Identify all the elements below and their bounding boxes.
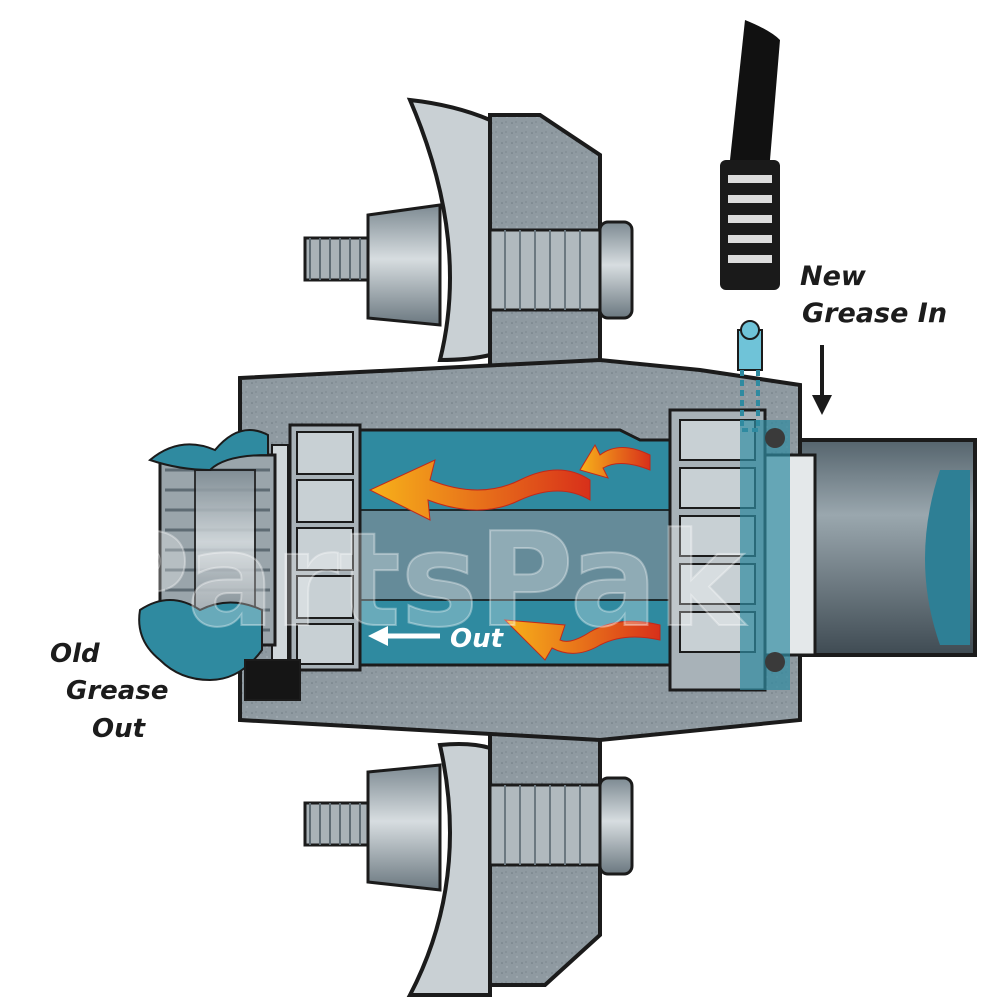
upper-wheel-stud	[303, 203, 634, 327]
old-grease-label-line3: Out	[92, 714, 147, 744]
old-grease-label-line1: Old	[50, 639, 100, 669]
flow-arrow-icon	[368, 443, 661, 661]
white-out-arrow-icon	[368, 626, 440, 646]
spindle-shaft	[758, 438, 977, 657]
grease-fitting-icon	[737, 320, 763, 432]
old-grease-label-line2: Grease	[66, 676, 168, 706]
out-label: Out	[450, 624, 505, 654]
outer-bearing	[271, 423, 362, 672]
down-arrow-icon	[812, 345, 832, 415]
new-grease-label-line1: New	[800, 261, 867, 292]
inner-spindle	[354, 509, 701, 601]
old-grease-blob	[138, 429, 301, 701]
new-grease-label-line2: Grease In	[802, 298, 947, 329]
watermark-text: PartsPak	[95, 504, 747, 656]
lower-wheel-stud	[303, 763, 634, 892]
grease-gun-nozzle-icon	[720, 20, 780, 290]
inner-bearing	[668, 408, 790, 692]
